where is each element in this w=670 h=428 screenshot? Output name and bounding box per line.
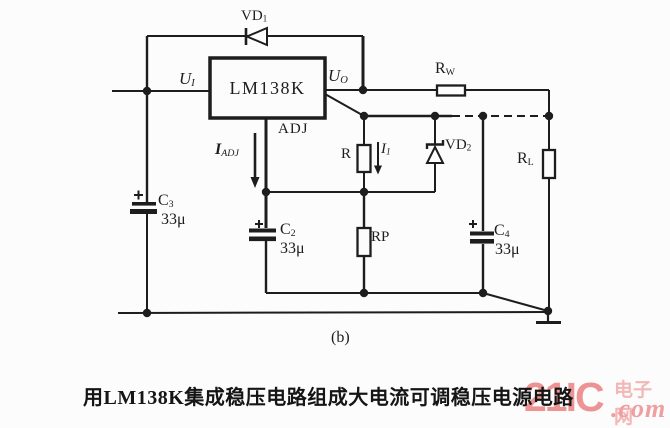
label-iadj-current: IADJ xyxy=(215,141,239,159)
label-rl: RL xyxy=(517,150,534,168)
wire-bottom-diagonal xyxy=(482,292,549,312)
label-c3: C3 xyxy=(158,192,174,210)
label-c4: C4 xyxy=(494,222,510,240)
resistor-rp-symbol xyxy=(356,226,372,258)
label-c2: C2 xyxy=(280,221,296,239)
watermark-domain: .com xyxy=(611,394,667,423)
wire-output-diagonal xyxy=(324,93,365,117)
capacitor-c3-symbol xyxy=(130,190,157,214)
label-c4-value: 33μ xyxy=(495,241,520,258)
label-rp: RP xyxy=(371,229,390,245)
label-input-voltage: UI xyxy=(179,69,195,89)
wire-bottom-rail xyxy=(117,311,549,314)
figure-caption: 用LM138K集成稳压电路组成大电流可调稳压电源电路 xyxy=(83,387,574,409)
label-rw: RW xyxy=(435,60,456,78)
diode-vd1-symbol xyxy=(244,26,268,47)
c2-plate-bottom xyxy=(249,236,276,242)
c2-plate-top xyxy=(249,228,276,233)
c3-plate-bottom xyxy=(130,209,157,214)
resistor-rl-symbol xyxy=(541,148,557,180)
capacitor-c4-symbol xyxy=(469,220,494,244)
wires xyxy=(112,35,550,314)
current-arrow-i1 xyxy=(374,142,382,175)
zener-vd2-cathode-bar xyxy=(425,140,445,149)
i1-arrow-head xyxy=(374,165,382,175)
c3-plus-icon xyxy=(134,190,143,200)
diode-vd1-triangle xyxy=(244,26,268,47)
label-c3-value: 33μ xyxy=(161,211,186,228)
watermark-site-name: 电子网 xyxy=(614,380,653,428)
c4-plus-icon xyxy=(469,220,477,228)
label-adj-pin: ADJ xyxy=(278,121,309,137)
panel-label: (b) xyxy=(331,329,350,346)
iadj-arrow-head xyxy=(250,177,260,188)
ic-lm138k-box xyxy=(208,56,327,120)
resistor-r-symbol xyxy=(356,143,372,174)
zener-vd2-triangle xyxy=(425,144,445,164)
capacitor-c2-symbol xyxy=(249,220,276,242)
current-arrow-iadj xyxy=(250,133,260,188)
label-i1-current: I1 xyxy=(381,141,391,158)
resistor-rw-symbol xyxy=(435,84,467,97)
c2-plus-icon xyxy=(255,220,263,228)
zener-vd2-symbol xyxy=(425,140,445,164)
label-vd1: VD1 xyxy=(241,8,268,25)
c4-plate-top xyxy=(470,231,494,236)
label-ic-lm138k: LM138K xyxy=(229,78,306,98)
c4-plate-bottom xyxy=(470,239,494,244)
c3-plate-top xyxy=(132,202,156,206)
watermark-brand: 21IC xyxy=(524,374,605,420)
label-c2-value: 33μ xyxy=(280,240,305,257)
junction-dots xyxy=(142,85,554,318)
label-resistor-r: R xyxy=(341,146,352,162)
label-vd2: VD2 xyxy=(445,137,472,154)
label-output-voltage: UO xyxy=(328,66,348,86)
